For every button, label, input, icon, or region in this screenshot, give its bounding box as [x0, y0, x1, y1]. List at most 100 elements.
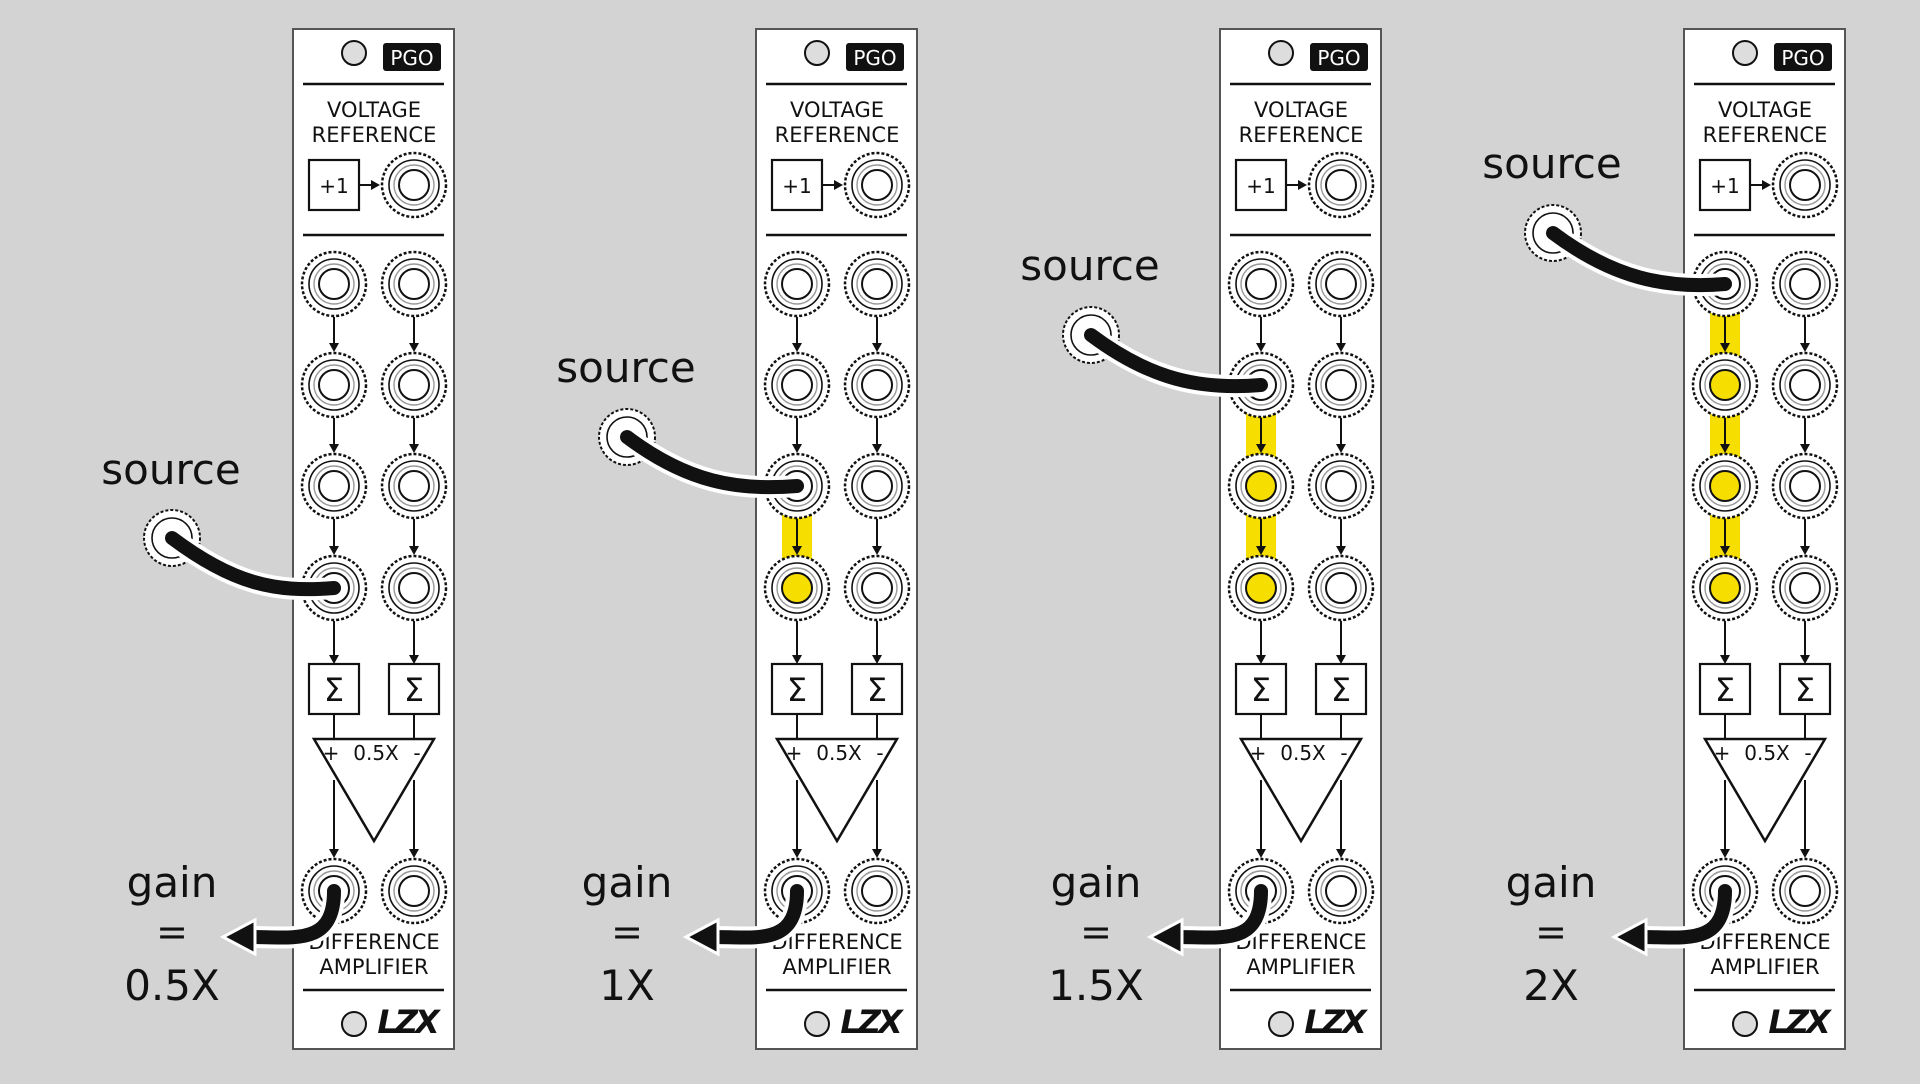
logo-icon: LZX	[1304, 1003, 1368, 1041]
equals-label-1: =	[156, 910, 188, 954]
jack-left-row-3	[1691, 452, 1759, 520]
jack-left-row-4	[1691, 554, 1759, 622]
sum-icon	[850, 662, 904, 716]
sum-symbol: Σ	[867, 671, 887, 709]
jack-left-row-4	[1227, 554, 1295, 622]
module-badge	[1774, 43, 1832, 71]
jack-left-row-4	[763, 554, 831, 622]
gain-label-3: gain	[1051, 858, 1142, 907]
module-badge-label: PGO	[1781, 46, 1824, 70]
led-icon	[804, 1011, 830, 1037]
arrow-icon	[219, 917, 257, 957]
gain-label-2: gain	[582, 858, 673, 907]
jack-right-row-3	[1771, 452, 1839, 520]
sum-icon	[1314, 662, 1368, 716]
sum-symbol: Σ	[324, 671, 344, 709]
jack-left-row-2	[763, 351, 831, 419]
section-title-top-2: REFERENCE	[1703, 123, 1828, 147]
gain-value-1: 0.5X	[124, 961, 220, 1010]
amp-plus-label: +	[1250, 741, 1267, 765]
led-icon	[1268, 40, 1294, 66]
ref-output-jack	[380, 151, 448, 219]
amp-plus-label: +	[323, 741, 340, 765]
amp-minus-label: -	[1804, 741, 1811, 765]
jack-right-row-2	[380, 351, 448, 419]
jack-left-row-2	[1691, 351, 1759, 419]
logo-icon: LZX	[1768, 1003, 1832, 1041]
module-badge-label: PGO	[1317, 46, 1360, 70]
output-jack-right	[1771, 857, 1839, 925]
output-cable-3	[1169, 884, 1268, 945]
led-icon	[341, 40, 367, 66]
jack-right-row-2	[1307, 351, 1375, 419]
jack-right-row-4	[1771, 554, 1839, 622]
ref-output-jack	[843, 151, 911, 219]
logo-icon: LZX	[840, 1003, 904, 1041]
jack-left-row-1	[1227, 250, 1295, 318]
output-cable-1	[242, 884, 341, 945]
equals-label-3: =	[1080, 910, 1112, 954]
amplifier-icon	[774, 737, 900, 844]
amplifier-icon	[1702, 737, 1828, 844]
section-title-bottom-2: AMPLIFIER	[319, 955, 428, 979]
output-jack-right	[380, 857, 448, 925]
jack-right-row-3	[380, 452, 448, 520]
ref-box-label: +1	[1246, 174, 1275, 198]
module-badge-label: PGO	[853, 46, 896, 70]
jack-left-row-1	[763, 250, 831, 318]
amp-minus-label: -	[876, 741, 883, 765]
jack-right-row-2	[843, 351, 911, 419]
led-icon	[1268, 1011, 1294, 1037]
sum-symbol: Σ	[1715, 671, 1735, 709]
output-jack-right	[1307, 857, 1375, 925]
section-title-top-1: VOLTAGE	[1718, 98, 1812, 122]
gain-label-1: gain	[127, 858, 218, 907]
ref-output-jack	[1307, 151, 1375, 219]
jack-right-row-4	[1307, 554, 1375, 622]
amp-gain-label: 0.5X	[816, 741, 862, 765]
sum-icon	[1778, 662, 1832, 716]
amp-gain-label: 0.5X	[1280, 741, 1326, 765]
sum-symbol: Σ	[404, 671, 424, 709]
ref-box-label: +1	[782, 174, 811, 198]
sum-icon	[387, 662, 441, 716]
section-title-top-2: REFERENCE	[1239, 123, 1364, 147]
section-title-bottom-2: AMPLIFIER	[1710, 955, 1819, 979]
jack-right-row-3	[1307, 452, 1375, 520]
jack-left-row-3	[1227, 452, 1295, 520]
sum-symbol: Σ	[787, 671, 807, 709]
input-cable-3	[1084, 328, 1268, 394]
amp-gain-label: 0.5X	[353, 741, 399, 765]
amp-minus-label: -	[1340, 741, 1347, 765]
output-jack-right	[843, 857, 911, 925]
input-cable-2	[620, 430, 804, 495]
jack-right-row-1	[843, 250, 911, 318]
amp-gain-label: 0.5X	[1744, 741, 1790, 765]
jack-right-row-1	[380, 250, 448, 318]
sum-icon	[1234, 662, 1288, 716]
gain-value-3: 1.5X	[1048, 961, 1144, 1010]
section-title-top-1: VOLTAGE	[327, 98, 421, 122]
source-label-2: source	[556, 343, 695, 392]
source-label-4: source	[1482, 139, 1621, 188]
gain-value-2: 1X	[599, 961, 655, 1010]
arrow-icon	[1146, 917, 1184, 957]
input-cable-1	[165, 531, 341, 597]
section-title-top-2: REFERENCE	[775, 123, 900, 147]
section-title-top-2: REFERENCE	[312, 123, 437, 147]
amp-minus-label: -	[413, 741, 420, 765]
section-title-top-1: VOLTAGE	[790, 98, 884, 122]
module-badge	[383, 43, 441, 71]
jack-right-row-4	[380, 554, 448, 622]
module-badge	[1310, 43, 1368, 71]
amp-plus-label: +	[1714, 741, 1731, 765]
arrow-icon	[682, 917, 720, 957]
output-cable-2	[705, 884, 804, 945]
jack-right-row-2	[1771, 351, 1839, 419]
led-icon	[341, 1011, 367, 1037]
